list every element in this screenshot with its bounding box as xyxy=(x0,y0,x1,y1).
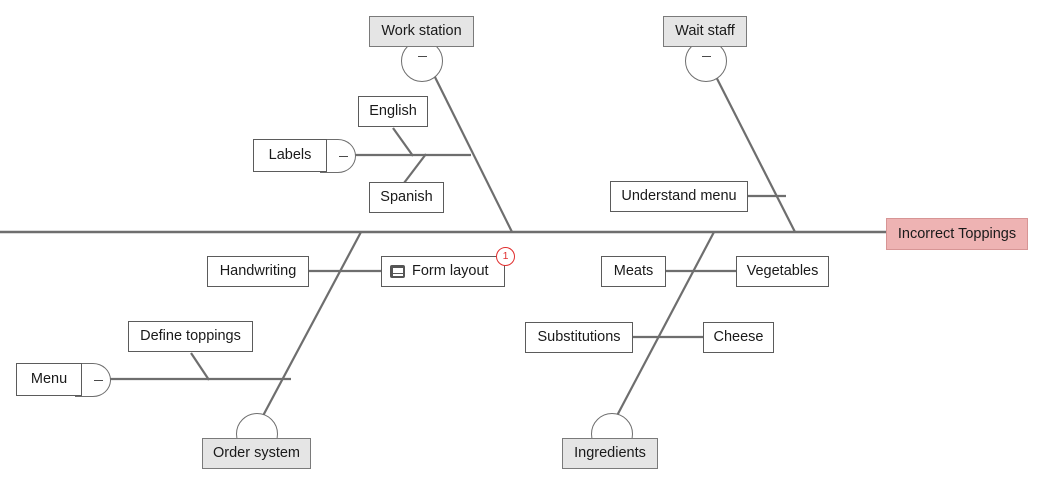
cause-box-handwriting[interactable]: Handwriting xyxy=(207,256,309,287)
category-label-order-system: Order system xyxy=(212,445,300,462)
effect-label: Incorrect Toppings xyxy=(897,225,1017,242)
cause-box-define-toppings[interactable]: Define toppings xyxy=(128,321,253,352)
category-box-order-system[interactable]: Order system xyxy=(202,438,311,469)
cause-label-menu: Menu xyxy=(30,371,68,388)
cause-label-define-toppings: Define toppings xyxy=(140,328,241,345)
note-icon xyxy=(390,265,405,278)
minus-icon xyxy=(339,155,348,157)
bone-wait-staff xyxy=(705,56,796,233)
cause-label-handwriting: Handwriting xyxy=(219,263,297,280)
cause-label-cheese: Cheese xyxy=(713,329,764,346)
minus-icon xyxy=(701,56,711,57)
cause-label-labels: Labels xyxy=(268,147,312,164)
cause-label-vegetables: Vegetables xyxy=(746,263,819,280)
cause-label-english: English xyxy=(369,103,417,120)
bone-ingredients xyxy=(610,231,715,428)
effect-box-incorrect-toppings[interactable]: Incorrect Toppings xyxy=(886,218,1028,250)
connector-spanish xyxy=(403,153,427,184)
category-label-work-station: Work station xyxy=(381,23,462,40)
category-box-wait-staff[interactable]: Wait staff xyxy=(663,16,747,47)
collapse-handle-work-station[interactable] xyxy=(401,40,443,82)
bone-order-system xyxy=(256,231,362,428)
cause-label-understand-menu: Understand menu xyxy=(621,188,737,205)
connector-define-toppings xyxy=(190,352,210,381)
cause-label-substitutions: Substitutions xyxy=(537,329,621,346)
cause-box-menu[interactable]: Menu xyxy=(16,363,82,396)
cause-label-form-layout: Form layout xyxy=(412,263,489,280)
cause-box-cheese[interactable]: Cheese xyxy=(703,322,774,353)
category-label-wait-staff: Wait staff xyxy=(675,23,735,40)
minus-icon xyxy=(94,379,103,381)
category-box-ingredients[interactable]: Ingredients xyxy=(562,438,658,469)
comment-count-badge[interactable]: 1 xyxy=(496,247,515,266)
cause-box-meats[interactable]: Meats xyxy=(601,256,666,287)
category-label-ingredients: Ingredients xyxy=(574,445,646,462)
cause-box-substitutions[interactable]: Substitutions xyxy=(525,322,633,353)
category-box-work-station[interactable]: Work station xyxy=(369,16,474,47)
connector-english xyxy=(392,127,414,157)
cause-box-form-layout[interactable]: Form layout xyxy=(381,256,505,287)
bone-work-station xyxy=(424,56,513,233)
minus-icon xyxy=(417,56,427,57)
cause-box-understand-menu[interactable]: Understand menu xyxy=(610,181,748,212)
cause-box-labels[interactable]: Labels xyxy=(253,139,327,172)
cause-box-english[interactable]: English xyxy=(358,96,428,127)
cause-box-spanish[interactable]: Spanish xyxy=(369,182,444,213)
cause-box-vegetables[interactable]: Vegetables xyxy=(736,256,829,287)
comment-count-value: 1 xyxy=(502,250,509,263)
cause-label-spanish: Spanish xyxy=(380,189,433,206)
cause-label-meats: Meats xyxy=(613,263,654,280)
